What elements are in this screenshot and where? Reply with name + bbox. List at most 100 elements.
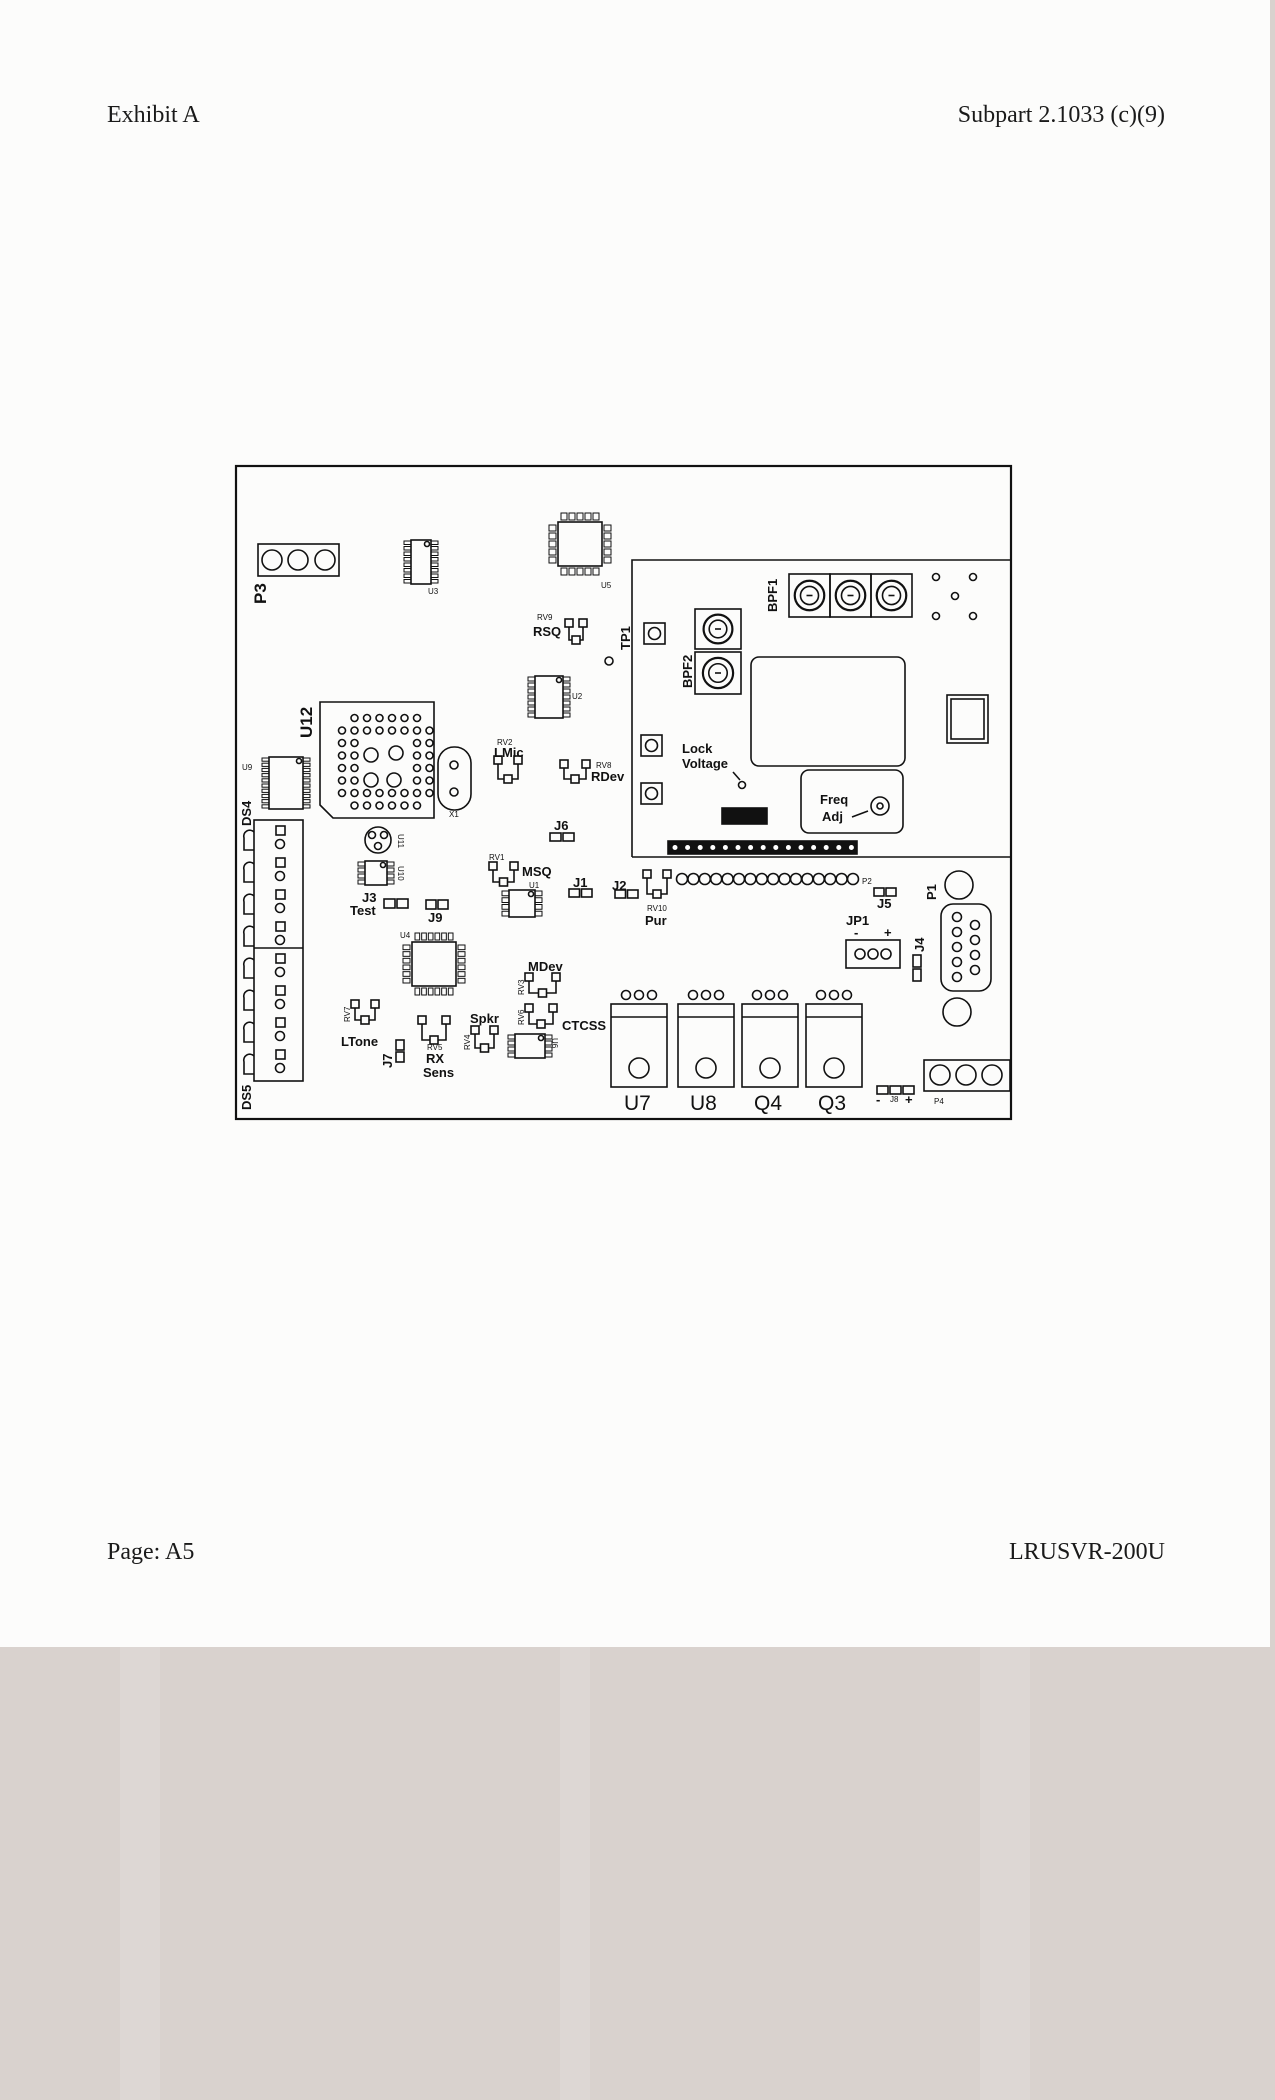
ic-pin xyxy=(562,682,571,688)
header-strip-pin xyxy=(748,845,754,850)
label-rv2: RV2 xyxy=(497,738,513,747)
label-u11: U11 xyxy=(396,834,405,849)
ic-pin xyxy=(501,904,510,910)
connector-pin xyxy=(314,549,336,571)
socket-pin xyxy=(362,788,372,798)
ic-pin xyxy=(441,987,447,996)
header-pin xyxy=(721,872,734,886)
jumper-pad xyxy=(425,899,437,910)
header-strip-pin xyxy=(811,845,817,850)
jumper-j8 xyxy=(876,1085,915,1095)
label-u8: U8 xyxy=(690,1092,717,1115)
ic-pin xyxy=(507,1046,516,1052)
ic-pin xyxy=(584,567,592,576)
pot-outline xyxy=(528,1012,554,1025)
label-rv7: RV7 xyxy=(343,1006,352,1022)
label-j8-plus: + xyxy=(905,1092,913,1107)
ic-pin xyxy=(562,688,571,694)
pot-pad xyxy=(350,999,360,1009)
socket-pin xyxy=(375,713,384,723)
pot-outline xyxy=(568,627,584,641)
led-bump xyxy=(242,1021,255,1043)
socket-pin xyxy=(337,776,347,785)
header-pin xyxy=(698,872,712,886)
ic-pin xyxy=(544,1034,553,1040)
ic-pin xyxy=(403,546,412,551)
ic-pin xyxy=(302,793,311,799)
led-bump xyxy=(242,893,255,915)
ic-pin xyxy=(544,1046,553,1052)
ic-pin xyxy=(434,932,441,941)
label-test: Test xyxy=(350,903,376,918)
jumper-j2 xyxy=(614,889,639,899)
led-pad xyxy=(275,825,286,836)
jumper-pin xyxy=(880,948,892,960)
pot-pad xyxy=(578,618,588,628)
crystal-pin xyxy=(449,787,459,797)
mounting-hole xyxy=(968,611,978,621)
label-u2: U2 xyxy=(572,692,583,701)
to220-pin xyxy=(713,989,725,1001)
pot-pad xyxy=(571,635,581,645)
ic-pin xyxy=(421,987,427,996)
ic-pin xyxy=(562,676,571,682)
trimmer-box xyxy=(694,608,742,650)
label-msq: MSQ xyxy=(522,864,552,879)
jumper-body xyxy=(845,939,901,969)
label-jp1-plus: + xyxy=(884,925,892,940)
jumper-jp1 xyxy=(845,939,901,969)
transistor-q4 xyxy=(741,989,799,1088)
label-j9: J9 xyxy=(428,910,442,925)
jumper-pad xyxy=(383,898,396,909)
label-jp1-minus: - xyxy=(854,925,858,940)
ic-pin xyxy=(548,532,557,540)
led-bump xyxy=(242,925,255,947)
ic-pin xyxy=(403,579,412,584)
ic-pin xyxy=(457,964,466,971)
ic-u10 xyxy=(357,860,395,886)
ic-pin xyxy=(386,861,395,867)
header-pin xyxy=(766,872,780,886)
ic-body xyxy=(411,941,457,987)
ic-pin xyxy=(603,548,612,556)
connector-pin xyxy=(981,1064,1003,1086)
label-tp1: TP1 xyxy=(618,626,633,650)
ic-body xyxy=(268,756,304,810)
ic-pin xyxy=(261,793,270,799)
ic-pin xyxy=(507,1052,516,1058)
label-u12: U12 xyxy=(297,707,316,738)
trimmer-ring xyxy=(840,585,861,606)
ic-pin xyxy=(527,676,536,682)
label-p2: P2 xyxy=(862,877,872,886)
jumper-pin xyxy=(854,948,866,960)
header-strip-pin xyxy=(823,845,829,850)
socket-pin xyxy=(412,726,422,735)
socket-hole xyxy=(388,745,404,761)
ic-body xyxy=(364,860,388,886)
ic-pin xyxy=(603,524,612,532)
trimmer-ring xyxy=(708,619,728,639)
pin1-marker xyxy=(379,861,387,869)
db9-pin xyxy=(951,956,963,968)
ic-pin xyxy=(261,799,270,804)
ic-pin xyxy=(386,867,395,873)
ic-pin xyxy=(548,548,557,556)
socket-pin xyxy=(400,713,409,723)
ic-pin xyxy=(430,557,439,562)
pot-rv1-msq xyxy=(488,861,519,887)
pot-outline xyxy=(528,981,557,994)
label-rdev: RDev xyxy=(591,769,625,784)
socket-pin xyxy=(400,801,409,810)
ic-u1 xyxy=(501,889,543,918)
to220-pin xyxy=(700,989,712,1001)
label-rv3: RV3 xyxy=(517,979,526,995)
header-pin xyxy=(778,872,791,886)
pot-rv9-rsq xyxy=(564,618,588,645)
jumper-pin xyxy=(867,948,879,960)
ic-pin xyxy=(403,540,412,545)
pot-outline xyxy=(563,768,587,780)
connector-pin xyxy=(929,1064,951,1086)
db9-pin xyxy=(969,949,981,961)
header-strip-pin xyxy=(848,845,854,850)
led-pad xyxy=(275,953,286,964)
